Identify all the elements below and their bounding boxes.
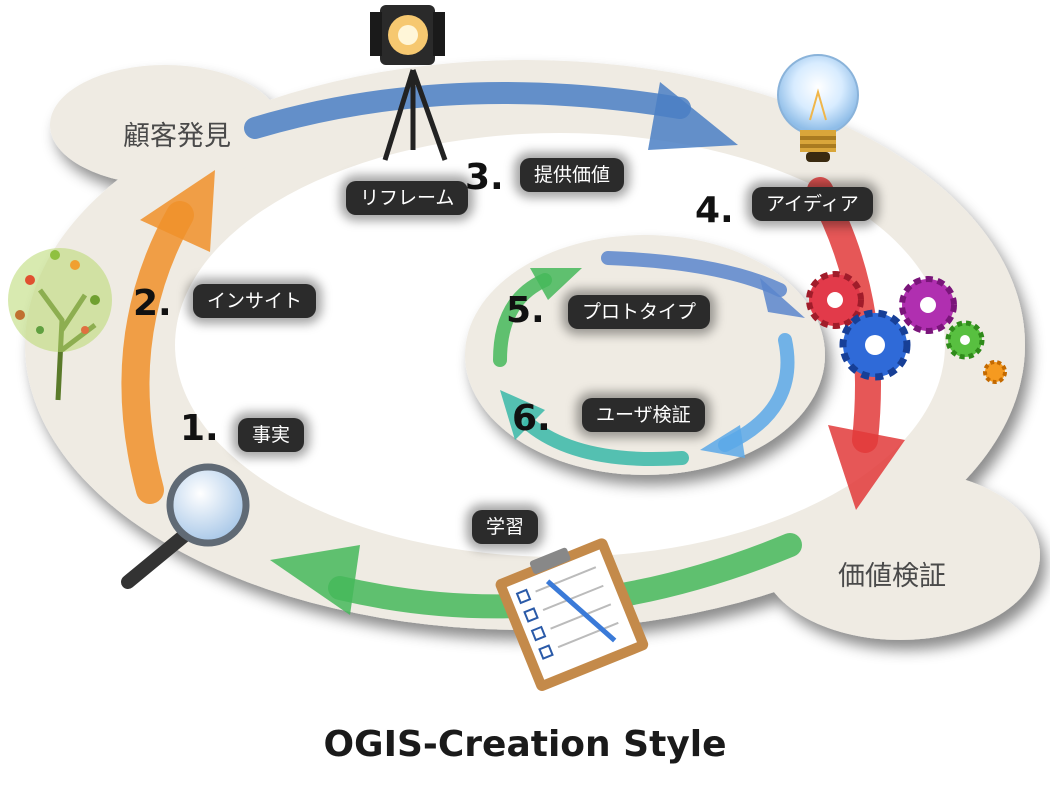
phase-customer-discovery: 顧客発見: [123, 121, 231, 152]
learning-label: 学習: [472, 510, 539, 544]
arrow-inner-blue: [601, 251, 805, 318]
gears-icon: [806, 271, 1007, 384]
arrow-blue-top: [244, 81, 738, 150]
step-number-3: 3.: [465, 157, 504, 198]
magnifier-icon: [121, 463, 250, 589]
diagram-title: OGIS-Creation Style: [323, 724, 727, 765]
arrow-inner-green: [493, 268, 582, 367]
step-label-2: インサイト: [193, 284, 317, 318]
step-number-5: 5.: [506, 290, 545, 331]
step-number-6: 6.: [512, 398, 551, 439]
arrow-orange-left: [121, 170, 215, 504]
clipboard-icon: [495, 538, 649, 691]
step-label-6: ユーザ検証: [582, 398, 705, 432]
step-number-2: 2.: [133, 283, 172, 324]
step-number-4: 4.: [695, 190, 734, 231]
light-bulb-icon: [777, 54, 859, 162]
arrow-inner-light-blue: [700, 333, 795, 458]
inner-cycle-disk: [465, 235, 825, 475]
step-label-4: アイディア: [752, 187, 873, 221]
step-label-5: プロトタイプ: [568, 295, 711, 329]
reframe-label: リフレーム: [346, 181, 469, 215]
step-number-1: 1.: [180, 408, 219, 449]
phase-value-validation: 価値検証: [838, 561, 946, 592]
step-label-3: 提供価値: [520, 158, 625, 192]
arrow-inner-teal: [500, 390, 689, 467]
tree-icon: [8, 248, 112, 401]
spotlight-icon: [370, 5, 448, 161]
step-label-1: 事実: [238, 418, 305, 452]
